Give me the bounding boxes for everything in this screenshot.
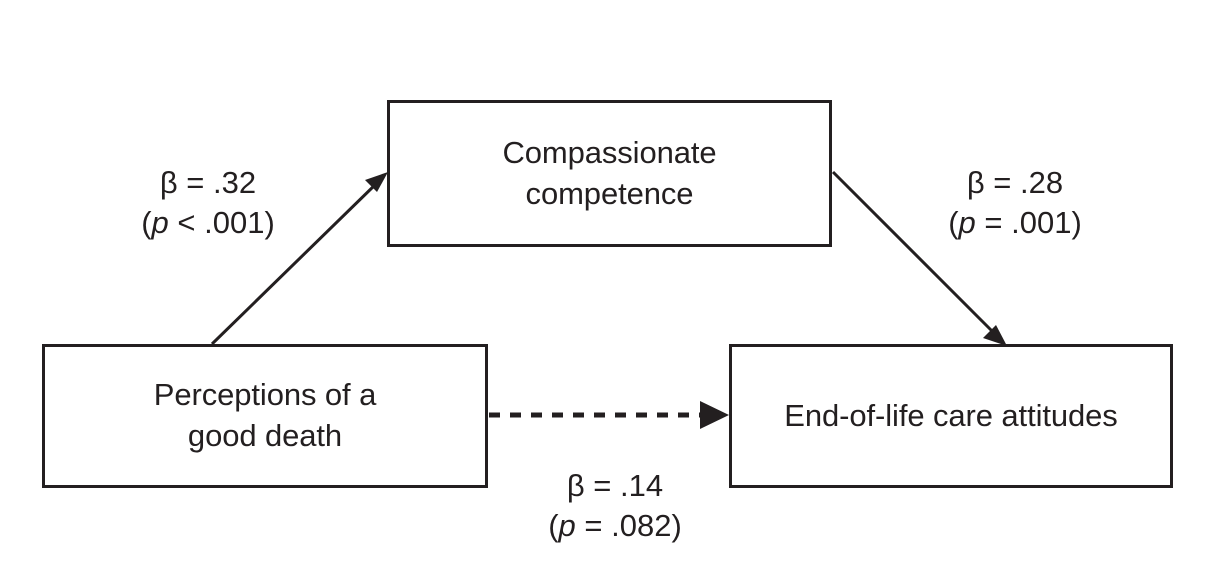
path-c-pvalue: (p = .082)	[525, 506, 705, 546]
node-label-predictor: Perceptions of a good death	[153, 377, 377, 453]
path-a-paren-open: (	[141, 205, 152, 241]
node-perceptions-of-a-good-death: Perceptions of a good death	[42, 344, 488, 488]
path-b-coefficient: β = .28	[966, 165, 1064, 200]
path-b-p-value-text: = .001)	[975, 205, 1082, 241]
path-b-p-symbol: p	[958, 205, 976, 241]
node-end-of-life-care-attitudes: End-of-life care attitudes	[729, 344, 1173, 488]
node-compassionate-competence: Compassionate competence	[387, 100, 832, 247]
path-a-p-value-text: < .001)	[168, 205, 275, 241]
path-a-coefficient: β = .32	[159, 165, 257, 200]
path-label-c: β = .14 (p = .082)	[525, 466, 705, 547]
c-path-arrow	[489, 401, 729, 429]
path-c-coefficient: β = .14	[566, 468, 664, 503]
path-label-a: β = .32 (p < .001)	[118, 163, 298, 244]
node-label-mediator: Compassionate competence	[502, 134, 717, 211]
path-c-paren-open: (	[548, 508, 559, 544]
path-c-p-value-text: = .082)	[575, 508, 682, 544]
node-label-outcome: End-of-life care attitudes	[784, 397, 1118, 433]
path-a-p-symbol: p	[151, 205, 169, 241]
path-b-pvalue: (p = .001)	[925, 203, 1105, 243]
path-c-p-symbol: p	[558, 508, 576, 544]
path-label-b: β = .28 (p = .001)	[925, 163, 1105, 244]
path-b-paren-open: (	[948, 205, 959, 241]
path-a-pvalue: (p < .001)	[118, 203, 298, 243]
